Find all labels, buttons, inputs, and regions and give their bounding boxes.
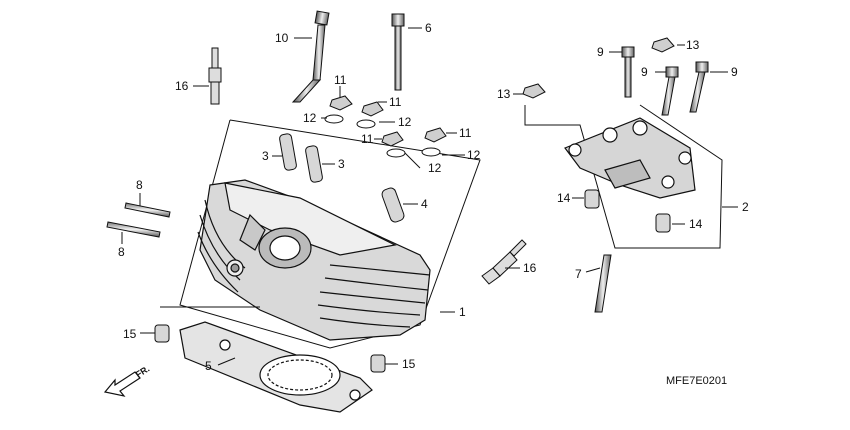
part-label-15b: 15: [402, 357, 416, 371]
part-label-5: 5: [205, 359, 212, 373]
part-label-3a: 3: [262, 149, 269, 163]
part-label-11c: 11: [361, 132, 374, 146]
part-label-1: 1: [459, 305, 466, 319]
cylinder-head: [197, 179, 431, 341]
direction-label: FR.: [134, 364, 152, 380]
bolt-part-10: [291, 10, 330, 103]
part-label-8a: 8: [136, 178, 143, 192]
part-label-9b: 9: [641, 65, 648, 79]
part-label-11d: 11: [459, 126, 472, 140]
part-label-12c: 12: [467, 148, 481, 162]
washers-part-12: [324, 114, 441, 158]
cylinder-head-gasket: [179, 321, 373, 413]
part-label-14a: 14: [557, 191, 571, 205]
part-4: [381, 187, 405, 223]
part-label-3b: 3: [338, 157, 345, 171]
part-labels: 10 6 9 9 9 13 13 16 11 11 12 12 11 11 12…: [118, 21, 749, 373]
dowel-pins-part-15: [154, 324, 386, 373]
part-label-2: 2: [742, 200, 749, 214]
part-label-12b: 12: [398, 115, 412, 129]
valve-guides-part-3: [279, 133, 323, 183]
part-label-12a: 12: [303, 111, 317, 125]
rocker-holder-group-outline: [524, 104, 723, 249]
nuts-part-13: [522, 37, 675, 99]
part-label-12d: 12: [428, 161, 442, 175]
part-label-16a: 16: [175, 79, 189, 93]
long-flange-bolt: [391, 13, 405, 91]
spark-plug-lower: [481, 239, 527, 285]
front-direction-arrow: FR.: [103, 364, 152, 397]
part-label-7: 7: [575, 267, 582, 281]
dowel-pins-part-14: [584, 189, 671, 233]
part-label-11b: 11: [389, 95, 402, 109]
part-label-4: 4: [421, 197, 428, 211]
leader-lines: [121, 27, 738, 366]
part-label-6: 6: [425, 21, 432, 35]
part-label-9c: 9: [731, 65, 738, 79]
part-label-15a: 15: [123, 327, 137, 341]
stud-bolts-part-8: [106, 202, 171, 238]
part-label-14b: 14: [689, 217, 703, 231]
part-label-11a: 11: [334, 73, 347, 87]
part-label-10: 10: [275, 31, 289, 45]
spark-plug-upper: [208, 47, 222, 105]
part-label-8b: 8: [118, 245, 125, 259]
part-label-16b: 16: [523, 261, 537, 275]
diagram-code: MFE7E0201: [666, 375, 727, 387]
part-label-13b: 13: [497, 87, 511, 101]
part-label-9a: 9: [597, 45, 604, 59]
rocker-holder-bolts: [621, 46, 709, 116]
nuts-part-11: [329, 95, 447, 147]
rocker-arm-holder: [564, 117, 696, 199]
part-label-13a: 13: [686, 38, 700, 52]
stud-bolt-part-7: [594, 254, 612, 313]
